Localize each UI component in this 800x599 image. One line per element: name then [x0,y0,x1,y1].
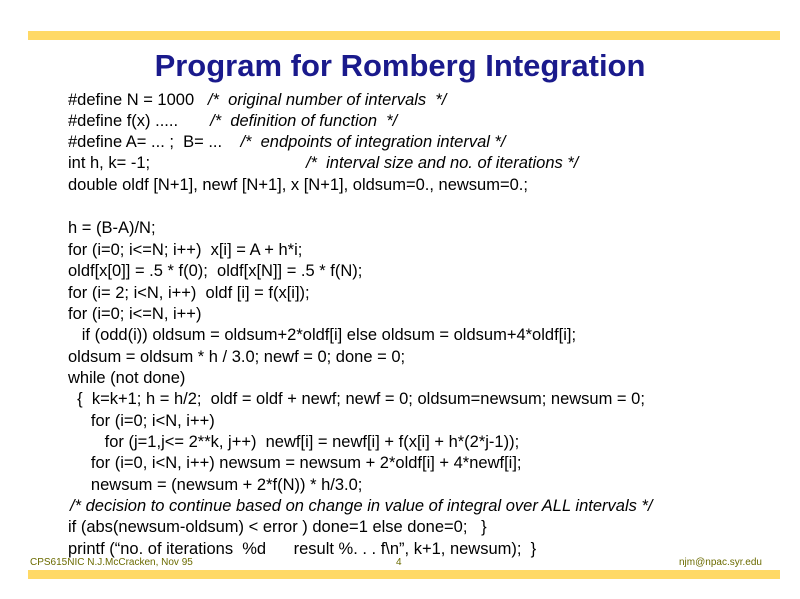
code-text: #define A= ... ; B= ... [68,133,241,151]
code-line: #define A= ... ; B= ... /* endpoints of … [68,132,506,152]
code-line: while (not done) [68,368,185,388]
footer-email: njm@npac.syr.edu [679,557,762,568]
bottom-accent-bar [28,570,780,579]
code-comment: /* decision to continue based on change … [70,497,653,515]
code-line: for (i=0; i<=N, i++) [68,304,201,324]
code-line: for (i=0, i<N, i++) newsum = newsum + 2*… [68,453,522,473]
footer-author: CPS615NIC N.J.McCracken, Nov 95 [30,557,193,568]
code-text: for (i=0; i<=N; i++) x[i] = A + h*i; [68,241,303,259]
code-text: double oldf [N+1], newf [N+1], x [N+1], … [68,176,528,194]
code-line: h = (B-A)/N; [68,218,156,238]
code-line: /* decision to continue based on change … [70,496,652,516]
code-line: if (abs(newsum-oldsum) < error ) done=1 … [68,517,487,537]
code-text: for (j=1,j<= 2**k, j++) newf[i] = newf[i… [68,433,520,451]
code-line: for (i=0; i<=N; i++) x[i] = A + h*i; [68,240,302,260]
top-accent-bar [28,31,780,40]
code-comment: /* endpoints of integration interval */ [240,133,506,151]
code-line: #define N = 1000 /* original number of i… [68,90,446,110]
code-text: #define f(x) ..... [68,112,211,130]
code-text: h = (B-A)/N; [68,219,156,237]
code-text: for (i= 2; i<N, i++) oldf [i] = f(x[i]); [68,284,310,302]
code-text: printf (“no. of iterations %d result %. … [68,540,537,558]
footer-page-number: 4 [396,557,402,568]
code-line: int h, k= -1; /* interval size and no. o… [68,153,578,173]
code-line: if (odd(i)) oldsum = oldsum+2*oldf[i] el… [68,325,576,345]
code-text: if (abs(newsum-oldsum) < error ) done=1 … [68,518,487,536]
code-comment: /* definition of function */ [210,112,398,130]
code-text: for (i=0; i<N, i++) [68,412,215,430]
code-line: oldf[x[0]] = .5 * f(0); oldf[x[N]] = .5 … [68,261,362,281]
code-text: for (i=0; i<=N, i++) [68,305,202,323]
code-comment: /* original number of intervals */ [207,91,447,109]
code-line: { k=k+1; h = h/2; oldf = oldf + newf; ne… [68,389,645,409]
code-line: #define f(x) ..... /* definition of func… [68,111,397,131]
code-text: for (i=0, i<N, i++) newsum = newsum + 2*… [68,454,522,472]
slide-title: Program for Romberg Integration [154,48,646,83]
code-text: int h, k= -1; [68,154,306,172]
code-text: newsum = (newsum + 2*f(N)) * h/3.0; [68,476,363,494]
code-text: while (not done) [68,369,186,387]
code-text: oldf[x[0]] = .5 * f(0); oldf[x[N]] = .5 … [68,262,363,280]
code-text: { k=k+1; h = h/2; oldf = oldf + newf; ne… [68,390,645,408]
code-line: double oldf [N+1], newf [N+1], x [N+1], … [68,175,528,195]
code-text: oldsum = oldsum * h / 3.0; newf = 0; don… [68,348,406,366]
code-text: if (odd(i)) oldsum = oldsum+2*oldf[i] el… [68,326,577,344]
code-line: oldsum = oldsum * h / 3.0; newf = 0; don… [68,347,405,367]
code-line: for (i= 2; i<N, i++) oldf [i] = f(x[i]); [68,283,310,303]
code-text: #define N = 1000 [68,91,208,109]
code-line: for (i=0; i<N, i++) [68,411,215,431]
code-line: for (j=1,j<= 2**k, j++) newf[i] = newf[i… [68,432,520,452]
code-comment: /* interval size and no. of iterations *… [305,154,579,172]
code-line: newsum = (newsum + 2*f(N)) * h/3.0; [68,475,362,495]
code-line: printf (“no. of iterations %d result %. … [68,539,536,559]
